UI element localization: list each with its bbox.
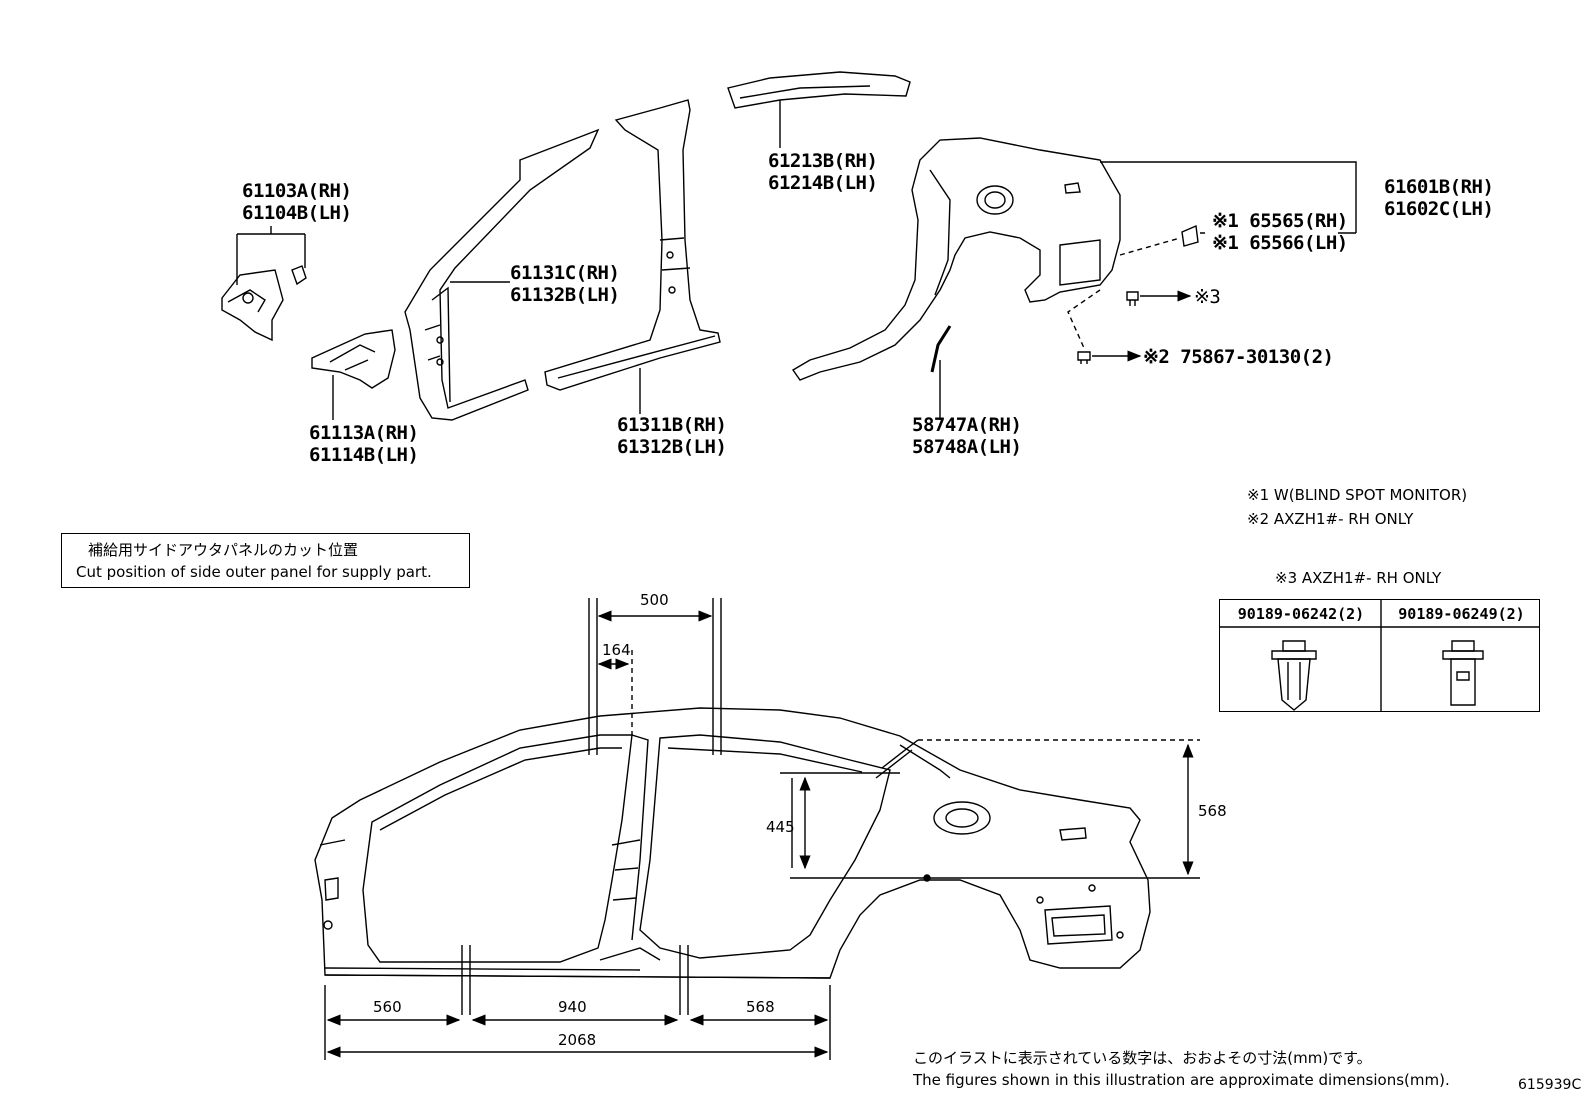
part-61131-a-pillar [404,128,600,421]
dim-164: 164 [602,641,631,659]
cut-line-rocker-rear [679,945,689,1015]
clip-parts-table: 90189-06242(2) 90189-06249(2) [1219,599,1540,712]
dim-ext-rocker [324,985,831,1060]
part-clip-3 [1126,291,1139,306]
note-3: ※3 AXZH1#- RH ONLY [1275,569,1442,587]
side-outer-panel-drawing [314,707,1151,979]
clip-part-number-1: 90189-06242(2) [1237,605,1365,623]
clip-part-number-2: 90189-06249(2) [1398,605,1525,623]
leader-61601 [1100,161,1357,234]
label-61602-lh: 61602C(LH) [1384,198,1494,220]
clip-90189-06242-drawing [1271,640,1317,711]
label-61312-lh: 61312B(LH) [617,436,727,458]
label-61601-rh: 61601B(RH) [1384,176,1494,198]
cut-position-title-jp: 補給用サイドアウタパネルのカット位置 [88,541,359,559]
dim-445: 445 [766,818,795,836]
label-65566-lh: ※1 65566(LH) [1212,232,1348,254]
label-61132-lh: 61132B(LH) [510,284,620,306]
leader-61103 [236,226,306,285]
label-61104-lh: 61104B(LH) [242,202,352,224]
part-61103-bracket [221,265,307,342]
cut-line-roof-front [588,598,598,755]
dim-568-vertical: 568 [1198,802,1227,820]
label-61114-lh: 61114B(LH) [309,444,419,466]
label-61131-rh: 61131C(RH) [510,262,620,284]
label-58748-lh: 58748A(LH) [912,436,1022,458]
part-clip-75867 [1077,351,1091,364]
label-61214-lh: 61214B(LH) [768,172,878,194]
cut-position-title-en: Cut position of side outer panel for sup… [76,563,432,581]
note-1: ※1 W(BLIND SPOT MONITOR) [1247,486,1468,504]
leader-65565-dashed [1119,232,1208,256]
clip-90189-06249-drawing [1442,640,1484,706]
dim-568-horizontal: 568 [746,998,775,1016]
dim-line-445-ext [780,772,900,868]
dim-500: 500 [640,591,669,609]
illustration-code: 615939C [1518,1077,1582,1093]
label-61213-rh: 61213B(RH) [768,150,878,172]
label-ref-3: ※3 [1194,286,1221,308]
reference-point [923,874,931,882]
note-2: ※2 AXZH1#- RH ONLY [1247,510,1414,528]
part-61113-panel [311,329,396,389]
part-61311-b-pillar [544,99,721,391]
dim-2068: 2068 [558,1031,597,1049]
cut-position-box: 補給用サイドアウタパネルのカット位置 Cut position of side … [61,533,470,588]
label-58747-rh: 58747A(RH) [912,414,1022,436]
label-75867: ※2 75867-30130(2) [1143,346,1334,368]
footer-note-en: The figures shown in this illustration a… [913,1071,1450,1089]
cut-line-roof-rear [712,598,722,755]
label-61103-rh: 61103A(RH) [242,180,352,202]
label-61311-rh: 61311B(RH) [617,414,727,436]
label-61113-rh: 61113A(RH) [309,422,419,444]
leader-dashed-clips [1067,289,1101,349]
footer-note-jp: このイラストに表示されている数字は、おおよその寸法(mm)です。 [913,1049,1372,1067]
label-65565-rh: ※1 65565(RH) [1212,210,1348,232]
parts-table-grid [1219,599,1540,712]
part-61213-roof-rail [727,71,911,109]
part-58747-seal [930,325,952,373]
dim-560: 560 [373,998,402,1016]
part-61601-quarter-panel [791,137,1121,381]
cut-line-rocker-front [461,945,471,1015]
dim-940: 940 [558,998,587,1016]
part-65565-bracket [1181,224,1199,247]
